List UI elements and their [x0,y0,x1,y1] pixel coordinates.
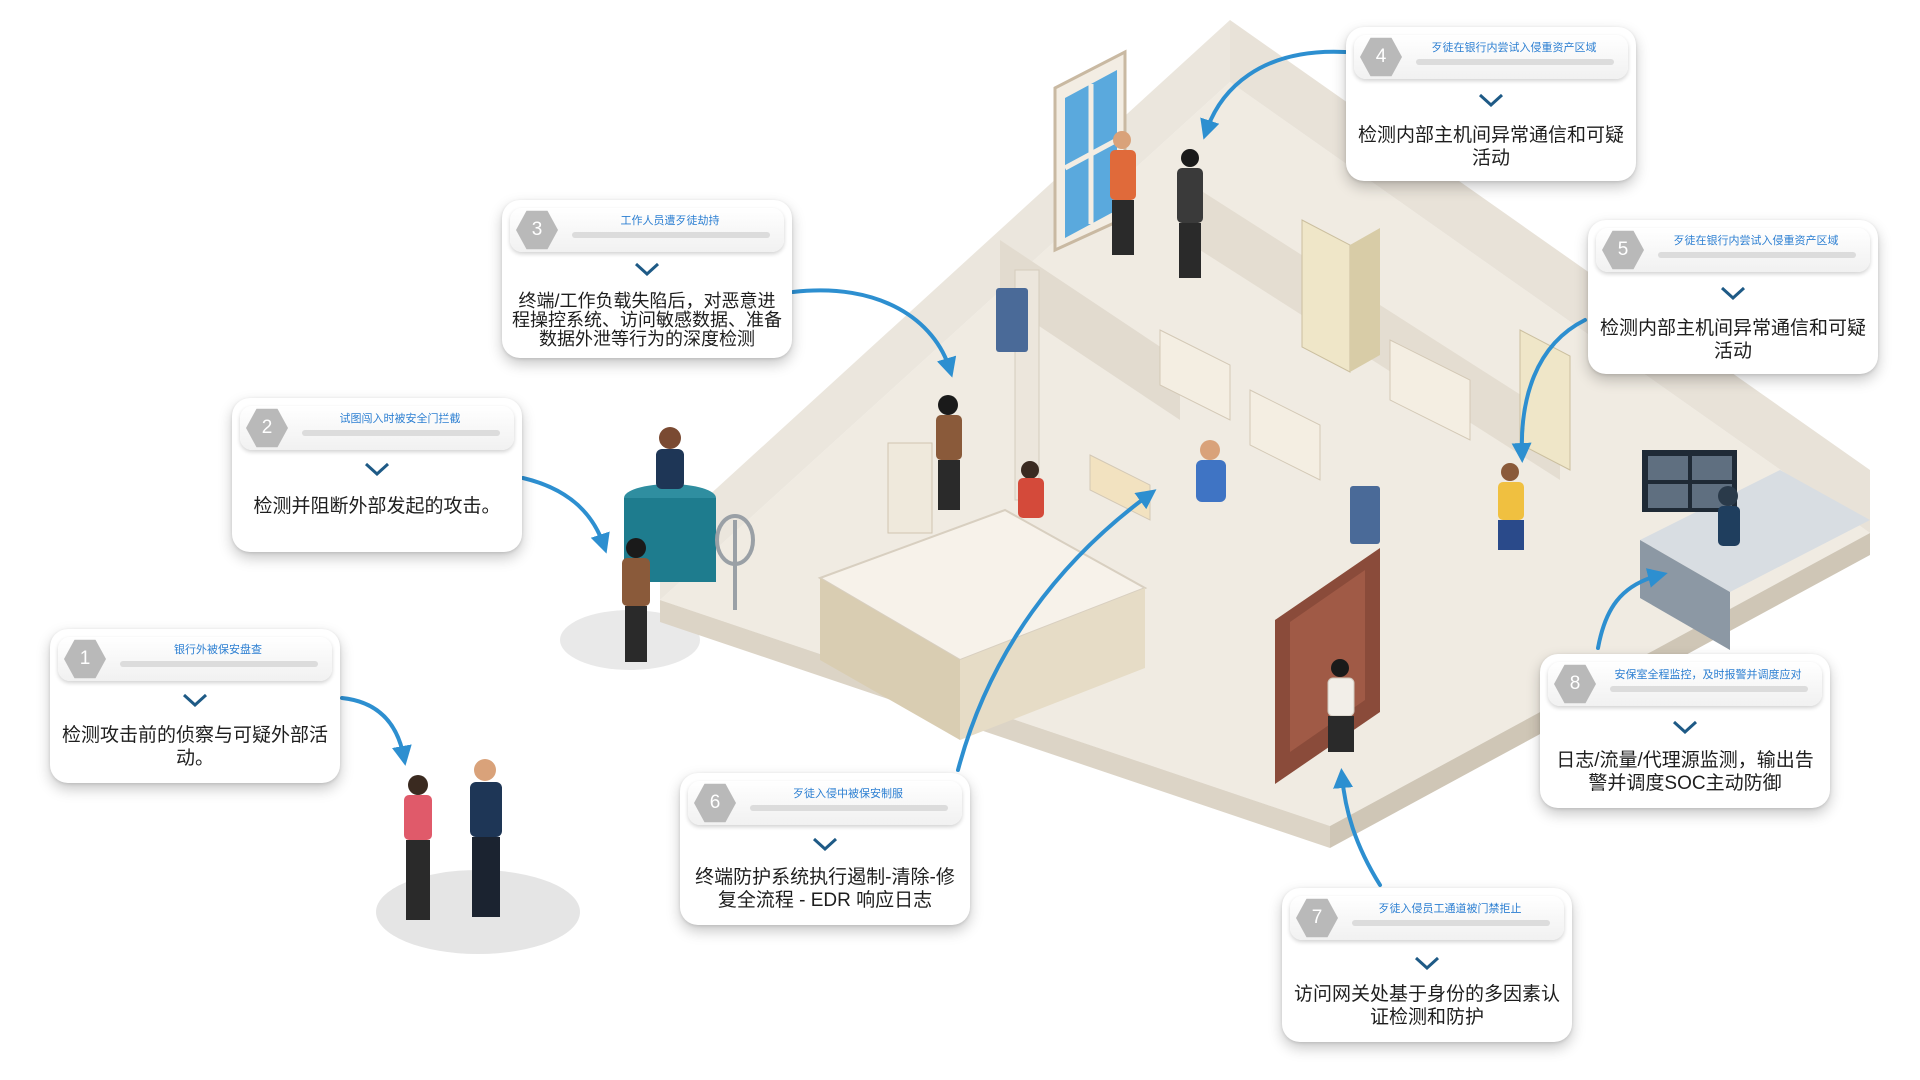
chevron-down-icon [1414,956,1440,970]
chevron-down-icon [634,262,660,276]
step-description: 日志/流量/代理源监测，输出告警并调度SOC主动防御 [1556,750,1814,794]
step-tag-label: 试图闯入时被安全门拦截 [339,413,461,425]
guard-kiosk [624,427,716,582]
step-progress-bar [1416,59,1614,65]
step-number-badge: 8 [1554,664,1596,704]
step-card-7[interactable]: 7 歹徒入侵员工通道被门禁拒止 访问网关处基于身份的多因素认证检测和防护 [1282,888,1572,1042]
chevron-down-icon [182,693,208,707]
person-guard [470,759,502,917]
step-card-5[interactable]: 5 歹徒在银行内尝试入侵重资产区域 检测内部主机间异常通信和可疑活动 [1588,220,1878,374]
step-card-header: 2 试图闯入时被安全门拦截 [240,406,514,450]
arrow-3 [791,288,957,378]
step-tag-label: 工作人员遭歹徒劫持 [620,215,720,227]
step-card-header: 8 安保室全程监控，及时报警并调度应对 [1548,662,1822,706]
arrow-4 [1200,49,1347,140]
step-progress-bar [750,805,948,811]
step-tag-label: 歹徒入侵员工通道被门禁拒止 [1378,903,1522,915]
step-card-header: 5 歹徒在银行内尝试入侵重资产区域 [1596,228,1870,272]
step-number-badge: 2 [246,408,288,448]
step-tag-label: 歹徒在银行内尝试入侵重资产区域 [1673,235,1839,247]
arrow-7 [1333,768,1382,887]
pillar-screen-right [1350,486,1380,544]
step-card-8[interactable]: 8 安保室全程监控，及时报警并调度应对 日志/流量/代理源监测，输出告警并调度S… [1540,654,1830,808]
step-progress-bar [120,661,318,667]
step-tag-label: 歹徒入侵中被保安制服 [793,788,903,800]
step-card-header: 7 歹徒入侵员工通道被门禁拒止 [1290,896,1564,940]
step-description: 检测内部主机间异常通信和可疑活动 [1357,125,1624,169]
step-description: 检测攻击前的侦察与可疑外部活动。 [61,725,328,769]
step-card-1[interactable]: 1 银行外被保安盘查 检测攻击前的侦察与可疑外部活动。 [50,629,340,783]
turnstile [715,514,755,610]
step-description: 终端/工作负载失陷后，对恶意进程操控系统、访问敏感数据、准备数据外泄等行为的深度… [512,291,782,349]
step-progress-bar [572,232,770,238]
arrow-2 [521,476,610,554]
step-number-badge: 1 [64,639,106,679]
step-description: 检测并阻断外部发起的攻击。 [253,496,501,517]
chevron-down-icon [1478,93,1504,107]
step-card-header: 6 歹徒入侵中被保安制服 [688,781,962,825]
step-number-badge: 4 [1360,37,1402,77]
step-number-badge: 7 [1296,898,1338,938]
step-description: 访问网关处基于身份的多因素认证检测和防护 [1293,984,1560,1028]
step-number-badge: 3 [516,210,558,250]
step-description: 检测内部主机间异常通信和可疑活动 [1599,318,1866,362]
step-card-6[interactable]: 6 歹徒入侵中被保安制服 终端防护系统执行遏制-清除-修复全流程 - EDR 响… [680,773,970,925]
pillar-screen [996,288,1028,352]
chevron-down-icon [812,837,838,851]
chevron-down-icon [1672,720,1698,734]
arrow-5 [1511,318,1587,463]
monitoring-room [1640,450,1870,650]
step-card-header: 1 银行外被保安盘查 [58,637,332,681]
step-tag-label: 歹徒在银行内尝试入侵重资产区域 [1431,42,1597,54]
inner-wall [1000,240,1180,420]
chevron-down-icon [364,462,390,476]
person-employee [1498,463,1524,550]
person-police [1196,440,1226,502]
person-hostage [1018,461,1044,518]
teller-counter [817,508,1148,740]
arrow-6 [956,489,1157,772]
person-robber-lobby [936,395,962,510]
step-card-3[interactable]: 3 工作人员遭歹徒劫持 终端/工作负载失陷后，对恶意进程操控系统、访问敏感数据、… [502,200,792,358]
step-number-badge: 5 [1602,230,1644,270]
person-robber-entrance [622,538,650,662]
step-description: 终端防护系统执行遏制-清除-修复全流程 - EDR 响应日志 [695,867,955,911]
step-card-2[interactable]: 2 试图闯入时被安全门拦截 检测并阻断外部发起的攻击。 [232,398,522,552]
step-card-4[interactable]: 4 歹徒在银行内尝试入侵重资产区域 检测内部主机间异常通信和可疑活动 [1346,27,1636,181]
person-window-hostage [1110,131,1136,255]
step-progress-bar [1352,920,1550,926]
step-card-header: 3 工作人员遭歹徒劫持 [510,208,784,252]
step-card-header: 4 歹徒在银行内尝试入侵重资产区域 [1354,35,1628,79]
step-progress-bar [1610,686,1808,692]
step-progress-bar [302,430,500,436]
flow-arrows [340,49,1668,887]
person-robber-door [1327,659,1355,752]
step-progress-bar [1658,252,1856,258]
arrow-8 [1596,568,1668,650]
arrow-1 [340,696,412,766]
step-number-badge: 6 [694,783,736,823]
office-furniture [1089,219,1571,521]
person-civilian [404,775,432,920]
chevron-down-icon [1720,286,1746,300]
people [404,131,1524,920]
info-board [887,442,933,534]
person-window-robber [1177,149,1203,278]
step-tag-label: 银行外被保安盘查 [174,644,262,656]
step-tag-label: 安保室全程监控，及时报警并调度应对 [1614,669,1802,681]
